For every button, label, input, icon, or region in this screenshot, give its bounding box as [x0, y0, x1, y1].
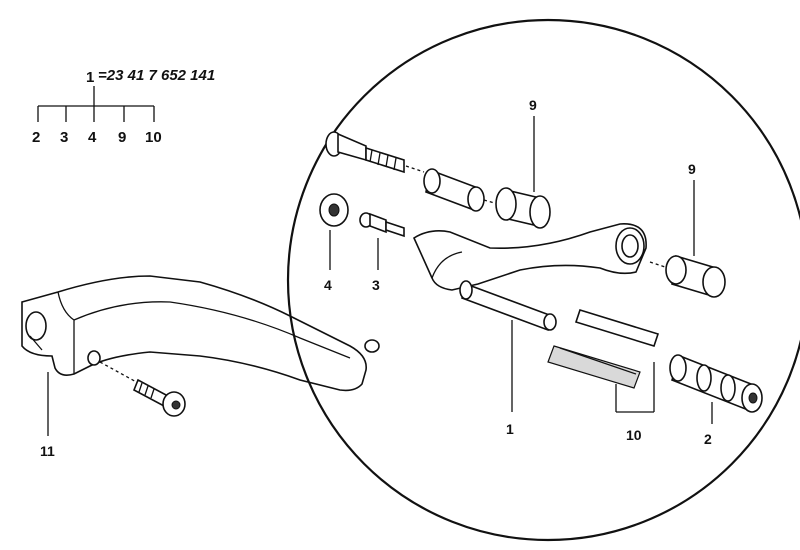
- callout-3: 3: [372, 277, 380, 293]
- sub-item-label: 3: [60, 129, 68, 146]
- callout-9-upper: 9: [529, 97, 537, 113]
- pin: [459, 280, 557, 332]
- main-part-number: 1: [86, 69, 94, 86]
- sub-item-label: 10: [145, 129, 162, 146]
- foot-peg-rubber: [669, 354, 763, 413]
- half-shell-upper: [574, 309, 660, 347]
- callout-11: 11: [40, 443, 55, 459]
- bolt: [325, 131, 405, 174]
- callout-4: 4: [324, 277, 332, 293]
- bushing-9-upper: [495, 187, 551, 229]
- assembled-lever: 11: [21, 275, 380, 459]
- callout-2: 2: [704, 431, 712, 447]
- lever-pin-end: [364, 339, 380, 353]
- callout-9-lower: 9: [688, 161, 696, 177]
- cap-screw: [132, 378, 186, 417]
- grease-nipple: [359, 212, 405, 238]
- lever-arm: [412, 223, 647, 291]
- bushing: [423, 168, 485, 212]
- sub-item-label: 4: [88, 129, 97, 146]
- part-code: =23 41 7 652 141: [98, 67, 215, 84]
- washer: [319, 193, 349, 227]
- part-number-header: 1 =23 41 7 652 141 2 3 4 9 10: [32, 67, 215, 146]
- hex-socket: [171, 400, 181, 410]
- detail-circle: [286, 18, 800, 542]
- lever-body: [21, 275, 367, 392]
- sub-item-label: 2: [32, 129, 40, 146]
- callout-1: 1: [506, 421, 514, 437]
- bushing-9-lower: [665, 254, 726, 298]
- callout-10: 10: [626, 427, 642, 443]
- sub-item-label: 9: [118, 129, 126, 146]
- half-shell-lower: [547, 345, 641, 389]
- lever-bore: [25, 311, 47, 341]
- lever-screw-hole: [87, 350, 101, 366]
